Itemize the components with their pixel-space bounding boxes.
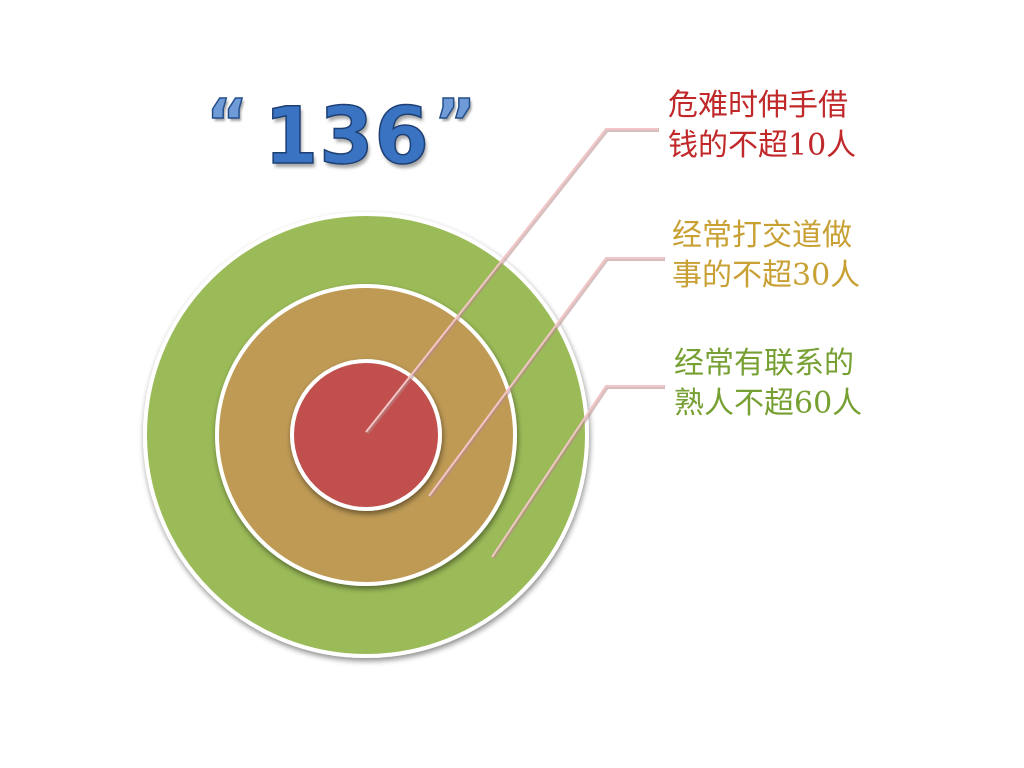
- title-136: “ 136 ”: [200, 87, 490, 202]
- label-inner: 危难时伸手借 钱的不超10人: [668, 86, 856, 166]
- label-inner-line-2: 钱的不超10人: [668, 128, 857, 163]
- title-open-quote: “: [205, 87, 249, 161]
- label-outer-line-1: 经常有联系的: [674, 346, 854, 381]
- ring-inner: [290, 359, 442, 511]
- label-outer-line-2: 熟人不超60人: [674, 386, 863, 421]
- title-number: 136: [263, 92, 430, 182]
- label-middle: 经常打交道做 事的不超30人: [672, 216, 860, 296]
- label-middle-line-1: 经常打交道做: [672, 218, 852, 253]
- title-close-quote: ”: [433, 87, 477, 161]
- leader-line-middle: [428, 257, 665, 499]
- leader-line-inner: [365, 128, 659, 435]
- label-inner-line-1: 危难时伸手借: [668, 88, 848, 123]
- label-middle-line-2: 事的不超30人: [672, 258, 861, 293]
- leader-line-outer: [491, 385, 665, 560]
- label-outer: 经常有联系的 熟人不超60人: [674, 344, 862, 424]
